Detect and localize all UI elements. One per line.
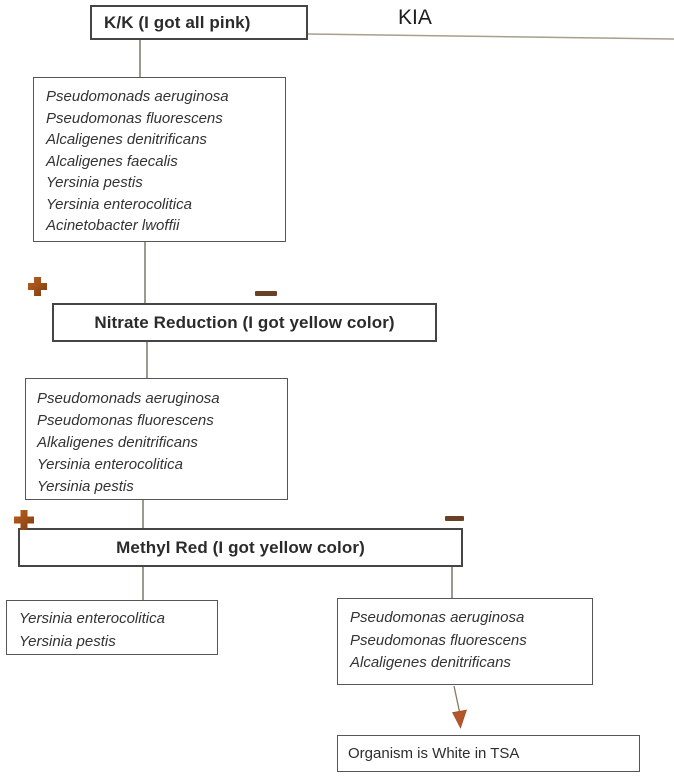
minus-icon bbox=[255, 291, 277, 296]
minus-icon bbox=[445, 516, 464, 521]
nitrate-reduction-box: Nitrate Reduction (I got yellow color) bbox=[52, 303, 437, 342]
list-item: Pseudomonas fluorescens bbox=[46, 109, 223, 127]
list-item: Alcaligenes faecalis bbox=[46, 152, 178, 170]
list-item: Acinetobacter lwoffii bbox=[46, 217, 180, 234]
tsa-result-box: Organism is White in TSA bbox=[337, 735, 640, 772]
plus-icon bbox=[14, 510, 34, 530]
list-item: Pseudomonads aeruginosa bbox=[37, 390, 220, 407]
list-item: Yersinia enterocolitica bbox=[37, 456, 183, 473]
list-item: Alcaligenes denitrificans bbox=[46, 131, 207, 148]
list-item: Pseudomonas aeruginosa bbox=[350, 609, 525, 626]
list-item: Alkaligenes denitrificans bbox=[37, 434, 198, 451]
list-item: Yersinia pestis bbox=[37, 478, 134, 495]
kk-organism-list: Pseudomonads aeruginosa Pseudomonas fluo… bbox=[33, 77, 286, 242]
methyl-negative-organism-list: Pseudomonas aeruginosa Pseudomonas fluor… bbox=[337, 598, 593, 685]
list-item: Pseudomonas fluorescens bbox=[37, 412, 214, 429]
methyl-red-box: Methyl Red (I got yellow color) bbox=[18, 528, 463, 567]
kk-result-box: K/K (I got all pink) bbox=[90, 5, 308, 40]
plus-icon bbox=[28, 277, 47, 296]
list-item: Yersinia enterocolitica bbox=[19, 610, 165, 627]
nitrate-positive-organism-list: Pseudomonads aeruginosa Pseudomonas fluo… bbox=[25, 378, 288, 500]
kia-line bbox=[307, 33, 674, 40]
list-item: Yersinia enterocolitica bbox=[46, 195, 192, 213]
list-item: Yersinia pestis bbox=[19, 633, 116, 650]
list-item: Alcaligenes denitrificans bbox=[350, 654, 511, 671]
methyl-positive-organism-list: Yersinia enterocolitica Yersinia pestis bbox=[6, 600, 218, 655]
list-item: Pseudomonas fluorescens bbox=[350, 631, 527, 649]
kia-label: KIA bbox=[398, 6, 432, 29]
list-item: Pseudomonads aeruginosa bbox=[46, 88, 229, 105]
list-item: Yersinia pestis bbox=[46, 174, 143, 191]
arrow-down-icon bbox=[452, 685, 467, 729]
